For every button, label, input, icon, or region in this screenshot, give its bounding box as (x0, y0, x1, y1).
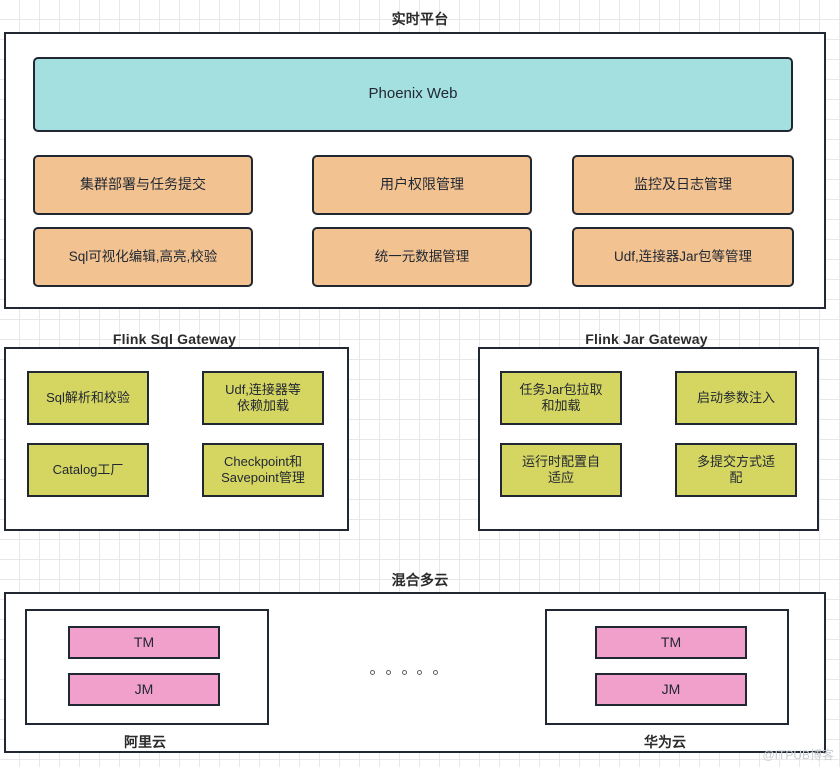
sql-gateway-item-catalog-factory[interactable]: Catalog工厂 (27, 443, 149, 497)
separator-dot (370, 669, 375, 675)
phoenix-web-box[interactable]: Phoenix Web (33, 57, 793, 132)
separator-dot (417, 669, 423, 675)
gateway-item-label: Sql解析和校验 (46, 390, 130, 406)
cloud-alibaba-node-jm[interactable]: JM (68, 673, 220, 706)
platform-module-metadata[interactable]: 统一元数据管理 (312, 227, 532, 287)
jar-gateway-item-startup-params[interactable]: 启动参数注入 (675, 371, 797, 425)
jar-gateway-item-runtime-config[interactable]: 运行时配置自 适应 (500, 443, 622, 497)
cloud-node-label: TM (660, 633, 682, 650)
platform-module-label: 用户权限管理 (380, 176, 464, 193)
sql-gateway-item-checkpoint-savepoint[interactable]: Checkpoint和 Savepoint管理 (202, 443, 324, 497)
platform-module-label: Udf,连接器Jar包等管理 (613, 248, 752, 264)
platform-module-label: 监控及日志管理 (634, 176, 732, 193)
gateway-item-label: 运行时配置自 适应 (521, 454, 600, 485)
platform-module-monitor-log[interactable]: 监控及日志管理 (572, 155, 794, 215)
gateway-item-label: 任务Jar包拉取 和加载 (519, 382, 603, 413)
platform-module-label: 统一元数据管理 (374, 248, 470, 264)
platform-module-udf-jar[interactable]: Udf,连接器Jar包等管理 (572, 227, 794, 287)
gateway-item-label: Checkpoint和 Savepoint管理 (221, 454, 305, 485)
cloud-alibaba-node-tm[interactable]: TM (68, 626, 220, 659)
platform-module-label: 集群部署与任务提交 (80, 176, 206, 193)
sql-gateway-item-parse-validate[interactable]: Sql解析和校验 (27, 371, 149, 425)
platform-module-label: Sql可视化编辑,高亮,校验 (68, 248, 218, 264)
platform-title: 实时平台 (391, 11, 449, 27)
cloud-node-label: TM (133, 633, 155, 650)
cloud-separator-dots (370, 668, 438, 676)
separator-dot (401, 669, 407, 675)
sql-gateway-item-udf-connector-deps[interactable]: Udf,连接器等 依赖加载 (202, 371, 324, 425)
cloud-node-label: JM (134, 680, 154, 697)
multicloud-title: 混合多云 (391, 572, 449, 588)
platform-module-sql-editor[interactable]: Sql可视化编辑,高亮,校验 (33, 227, 253, 287)
cloud-huawei-node-jm[interactable]: JM (595, 673, 747, 706)
sql-gateway-title: Flink Sql Gateway (112, 331, 237, 347)
gateway-item-label: Catalog工厂 (52, 462, 124, 478)
cloud-huawei-node-tm[interactable]: TM (595, 626, 747, 659)
cloud-node-label: JM (661, 680, 681, 697)
watermark: @ITPUB博客 (762, 748, 834, 762)
jar-gateway-item-jar-fetch-load[interactable]: 任务Jar包拉取 和加载 (500, 371, 622, 425)
gateway-item-label: Udf,连接器等 依赖加载 (225, 382, 301, 413)
separator-dot (433, 669, 438, 675)
jar-gateway-item-submit-mode-adapt[interactable]: 多提交方式适 配 (675, 443, 797, 497)
gateway-item-label: 启动参数注入 (696, 390, 775, 406)
separator-dot (385, 669, 391, 675)
platform-module-user-permission[interactable]: 用户权限管理 (312, 155, 532, 215)
platform-module-cluster-deploy[interactable]: 集群部署与任务提交 (33, 155, 253, 215)
cloud-label-alibaba: 阿里云 (124, 734, 166, 750)
cloud-label-huawei: 华为云 (644, 734, 686, 750)
phoenix-web-label: Phoenix Web (368, 85, 458, 103)
gateway-item-label: 多提交方式适 配 (696, 454, 775, 485)
jar-gateway-title: Flink Jar Gateway (585, 331, 708, 347)
